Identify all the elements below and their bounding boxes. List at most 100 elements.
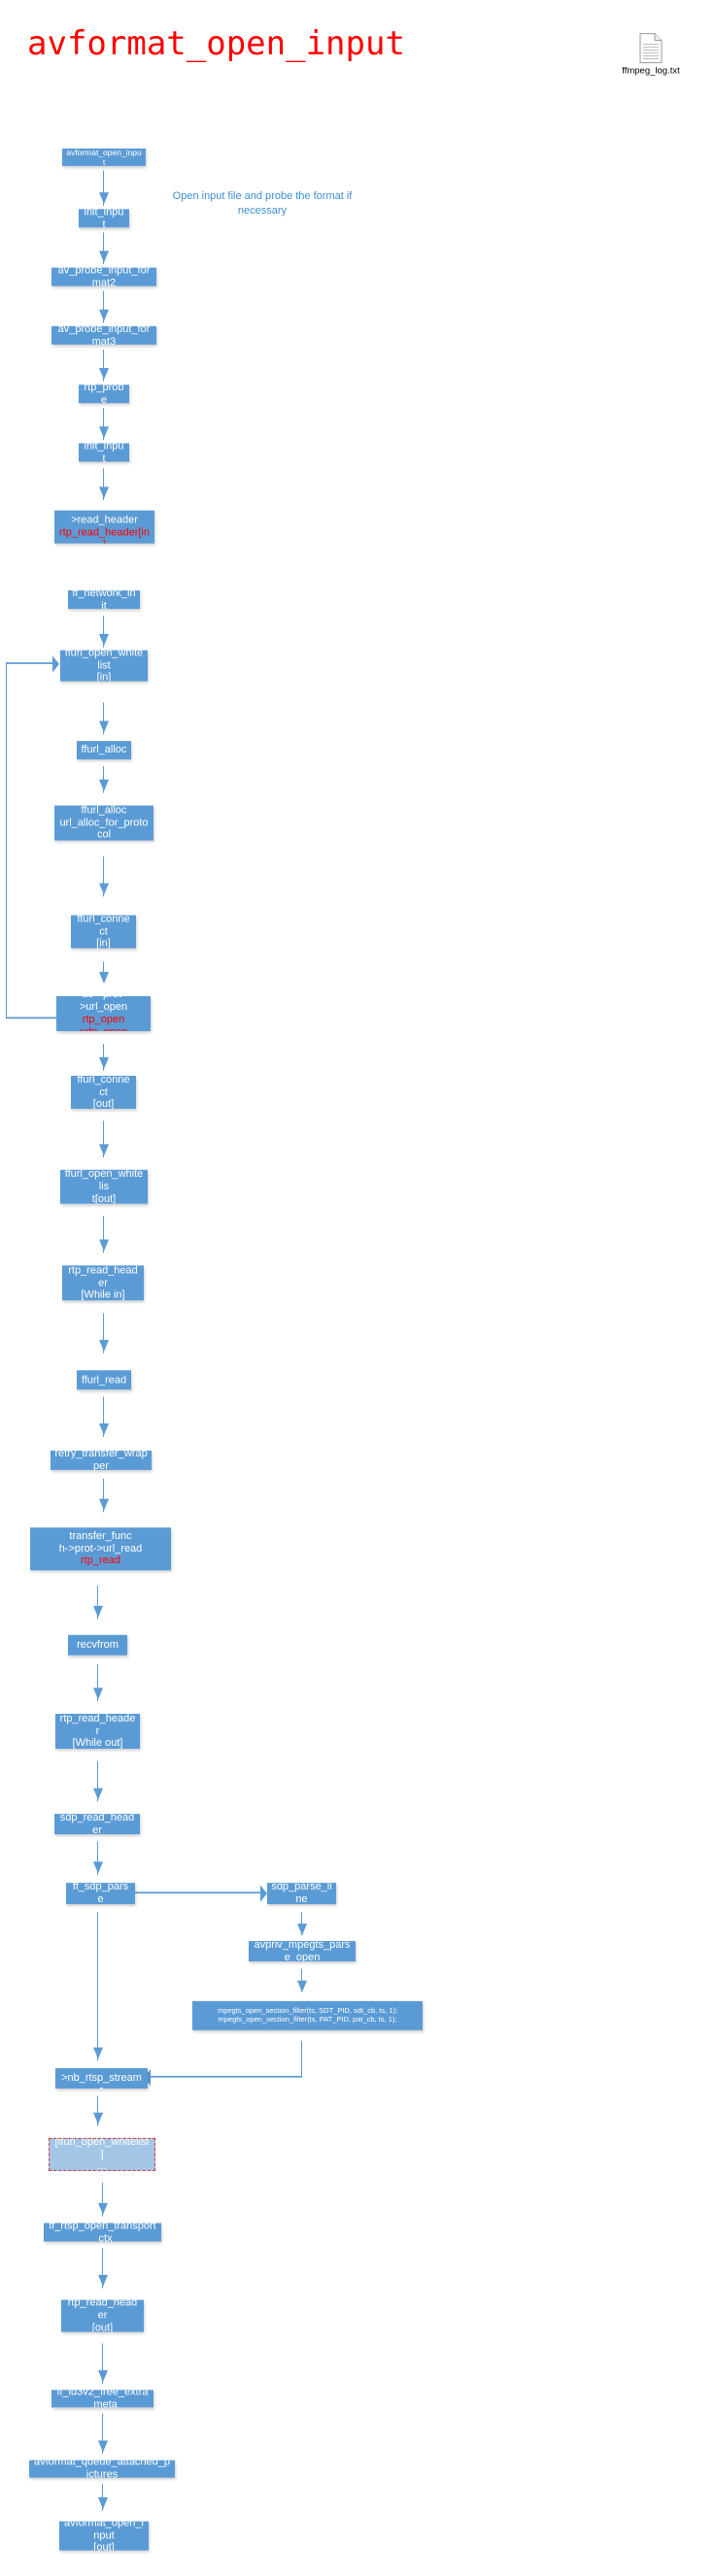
connector-n28-n29	[102, 2183, 104, 2217]
arrowhead-n18	[99, 1423, 109, 1436]
annotation-note: Open input file and probe the format if …	[155, 189, 369, 218]
arrowhead-n14	[99, 1056, 109, 1069]
node-ffurl-connect-out[interactable]: ffurl_connect [out]	[71, 1075, 136, 1109]
connector-n08-n09	[103, 615, 105, 648]
node-rtp-read-header-while-in[interactable]: rtp_read_header [While in]	[62, 1265, 144, 1301]
arrowhead-n23	[93, 1861, 103, 1874]
arrowhead-n04	[99, 309, 109, 321]
connector-n21-n22	[97, 1761, 99, 1802]
connector-n02-n03	[103, 232, 105, 265]
arrowhead-n31	[98, 2370, 108, 2383]
node-sdp-read-header[interactable]: sdp_read_header	[54, 1814, 140, 1835]
node-ffurl-alloc[interactable]: ffurl_alloc	[77, 741, 131, 760]
node-ff-network-init[interactable]: ff_network_init	[68, 590, 140, 610]
node-ff-rtsp-open-transport-ctx[interactable]: ff_rtsp_open_transport_ctx	[44, 2223, 161, 2242]
node-label: init_input	[84, 443, 124, 462]
node-label: ffurl_open_whitelis	[64, 1169, 144, 1192]
node-label-2: [out]	[93, 2542, 115, 2551]
node-ffurl-open-whitelist-in[interactable]: ffurl_open_whitelist [in]	[60, 650, 148, 682]
node-ff-id3v2-free-extra-meta[interactable]: ff_id3v2_free_extra_meta	[51, 2390, 153, 2408]
arrowhead-n12	[99, 883, 109, 895]
node-label: ffurl_open_whitelist	[64, 650, 144, 672]
node-ffurl-read[interactable]: ffurl_read	[77, 1370, 131, 1390]
connector-n19-n20	[97, 1586, 99, 1620]
arrowhead-n26	[297, 1980, 307, 1992]
node-label: recvfrom	[77, 1638, 119, 1651]
connector-n01-n02	[103, 170, 105, 206]
page-title: avformat_open_input	[27, 23, 405, 63]
node-label: transfer_func	[69, 1529, 132, 1542]
node-label-2: [in]	[96, 672, 112, 682]
annotation-line-2: format if necessary	[237, 190, 353, 217]
node-ff-sdp-parse[interactable]: ff_sdp_parse	[66, 1883, 135, 1905]
arrowhead-n02	[99, 192, 109, 205]
node-label-2: url_alloc_for_protocol	[59, 817, 149, 841]
node-init-input-1[interactable]: init_input	[79, 209, 129, 228]
connector-n13-n14	[103, 1043, 105, 1071]
node-label-highlight-2: udp_open	[80, 1026, 127, 1031]
node-label: avformat_queue_attached_pictures	[33, 2459, 171, 2478]
node-uc-prot-url-open[interactable]: uc->prot->url_open rtp_open udp_open	[56, 995, 151, 1031]
connector-n17-n18	[103, 1396, 105, 1437]
node-ffurl-open-whitelist-out[interactable]: ffurl_open_whitelis t[out]	[60, 1169, 148, 1204]
node-label-highlight: rtp_read_header[in]	[59, 526, 150, 544]
arrowhead-n27	[93, 2047, 103, 2059]
node-sdp-parse-line[interactable]: sdp_parse_line	[267, 1883, 336, 1905]
arrowhead-n32	[98, 2440, 108, 2453]
node-label: ff_id3v2_free_extra_meta	[56, 2390, 149, 2408]
node-rt-nb-rtsp-streams[interactable]: rt->nb_rtsp_streams	[55, 2067, 148, 2089]
node-label: ffurl_alloc	[81, 744, 127, 756]
arrowhead-n13	[99, 971, 109, 984]
node-ffurl-open-whitelist-ghost[interactable]: [ffurl_open_whitelist] ...	[49, 2137, 155, 2171]
arrowhead-n17	[99, 1339, 109, 1352]
node-label-highlight: rtp_read	[81, 1555, 120, 1567]
node-avformat-open-input[interactable]: avformat_open_input	[62, 148, 146, 166]
node-av-probe-input-format2[interactable]: av_probe_input_format2	[51, 267, 156, 286]
node-transfer-func[interactable]: transfer_func h->prot->url_read rtp_read	[30, 1527, 171, 1571]
node-rtp-read-header-out[interactable]: rtp_read_header [out]	[61, 2299, 144, 2332]
node-av-probe-input-format3[interactable]: av_probe_input_format3	[51, 325, 156, 345]
node-label: av_probe_input_format3	[57, 325, 151, 345]
connector-n16-n17	[103, 1313, 105, 1354]
node-init-input-2[interactable]: init_input	[79, 443, 129, 462]
node-retry-transfer-wrapper[interactable]: retry_transfer_wrapper	[51, 1450, 152, 1470]
node-label-2: h->prot->url_read	[58, 1542, 143, 1555]
node-label: init_input	[84, 209, 124, 228]
arrowhead-n30	[98, 2274, 108, 2287]
node-label: ff_sdp_parse	[72, 1883, 129, 1905]
node-ffurl-connect-in[interactable]: ffurl_connect [in]	[71, 915, 136, 949]
node-label: rtp_read_header	[68, 1265, 138, 1288]
node-avpriv-mpegts-parse-open[interactable]: avpriv_mpegts_parse_open	[249, 1941, 356, 1962]
node-avformat-open-input-out[interactable]: avformat_open_input [out]	[59, 2521, 149, 2551]
node-rtp-read-header-while-out[interactable]: rtp_read_header [While out]	[55, 1714, 140, 1750]
node-avformat-queue-attached-pictures[interactable]: avformat_queue_attached_pictures	[29, 2459, 175, 2478]
node-rtp-probe[interactable]: rtp_probe	[79, 385, 129, 404]
connector-n26-down	[301, 2040, 303, 2078]
arrowhead-n16	[99, 1239, 109, 1252]
node-label: [ffurl_open_whitelist]	[54, 2137, 150, 2160]
node-label: sdp_read_header	[59, 1814, 135, 1835]
node-label: ff_network_init	[72, 590, 136, 610]
node-label: ffurl_connect	[77, 1075, 130, 1098]
node-label: ff_rtsp_open_transport_ctx	[49, 2223, 156, 2242]
connector-n11-n12	[103, 856, 105, 897]
connector-n15-n16	[103, 1216, 105, 1254]
loopback-segment-left	[6, 662, 8, 1020]
node-recvfrom[interactable]: recvfrom	[68, 1634, 127, 1656]
node-iformat-read-header[interactable]: s->iformat->read_header rtp_read_header[…	[54, 510, 154, 544]
arrowhead-n11	[99, 779, 109, 791]
connector-n29-n30	[102, 2248, 104, 2289]
node-url-alloc-for-protocol[interactable]: ffurl_alloc url_alloc_for_protocol	[54, 805, 153, 841]
node-label-2: [in]	[96, 938, 111, 949]
annotation-line-1: Open input file and probe the	[172, 190, 311, 203]
node-label: avformat_open_input	[66, 148, 142, 166]
node-label: s->iformat->read_header	[71, 511, 138, 526]
node-label: retry_transfer_wrapper	[54, 1450, 148, 1470]
connector-n20-n21	[97, 1664, 99, 1702]
node-mpegts-open-section-filter[interactable]: mpegts_open_section_filter(ts, SDT_PID, …	[192, 2000, 423, 2030]
arrowhead-n06	[99, 426, 109, 439]
loopback-segment-top	[6, 662, 53, 665]
connector-n22-n23	[97, 1841, 99, 1876]
desktop-file-item[interactable]: ffmpeg_log.txt	[602, 33, 699, 77]
